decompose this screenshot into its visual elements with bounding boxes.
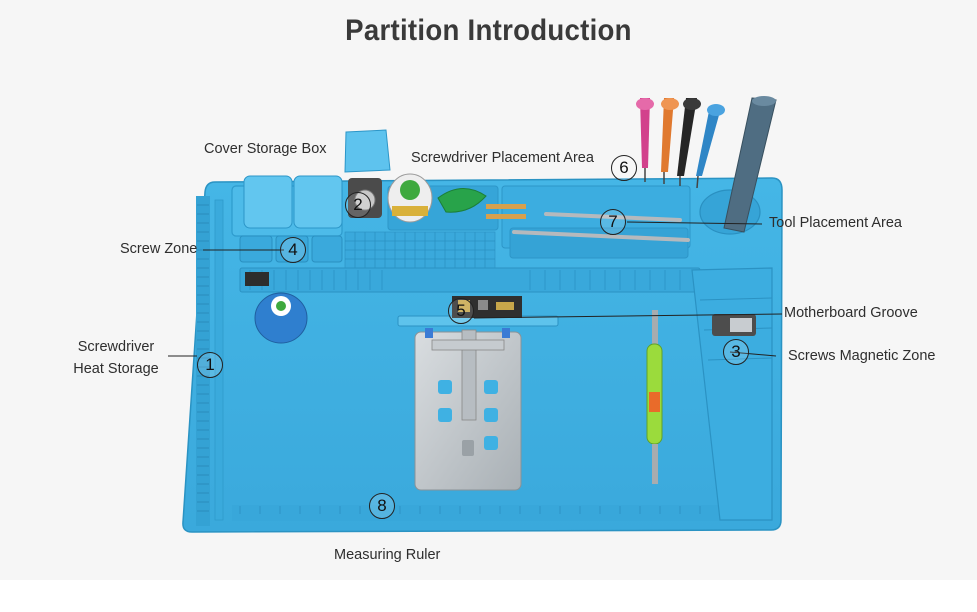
label-screwdriver-heat-storage: Screwdriver Heat Storage xyxy=(46,336,186,380)
label-tool-placement-area: Tool Placement Area xyxy=(769,215,902,231)
label-screws-magnetic-zone: Screws Magnetic Zone xyxy=(788,348,936,364)
bottom-band xyxy=(0,580,977,612)
marker-6: 6 xyxy=(611,155,637,181)
soldering-pen xyxy=(723,96,777,233)
marker-4: 4 xyxy=(280,237,306,263)
label-screwdriver-heat-storage-line2: Heat Storage xyxy=(73,361,159,377)
screw-grid xyxy=(344,231,496,271)
flux-tin-blue xyxy=(254,292,308,344)
leader-lines xyxy=(168,221,783,357)
pcb-holder xyxy=(414,328,522,491)
page-title: Partition Introduction xyxy=(345,14,632,47)
label-cover-storage-box: Cover Storage Box xyxy=(204,141,327,157)
marker-1: 1 xyxy=(197,352,223,378)
label-screw-zone: Screw Zone xyxy=(120,241,198,257)
marker-8: 8 xyxy=(369,493,395,519)
marker-5: 5 xyxy=(448,298,474,324)
screwdrivers xyxy=(636,98,725,189)
cover-storage-lids xyxy=(243,129,391,229)
pry-tool xyxy=(437,188,526,219)
marker-2: 2 xyxy=(345,192,371,218)
marker-3: 3 xyxy=(723,339,749,365)
label-screwdriver-heat-storage-line1: Screwdriver xyxy=(77,339,155,355)
label-screwdriver-placement-area: Screwdriver Placement Area xyxy=(411,150,594,166)
marker-7: 7 xyxy=(600,209,626,235)
spudger xyxy=(646,310,663,484)
label-measuring-ruler: Measuring Ruler xyxy=(334,547,441,563)
flux-tin-top xyxy=(387,173,433,223)
magnetic-zone-part xyxy=(712,314,756,336)
label-motherboard-groove: Motherboard Groove xyxy=(784,305,918,321)
